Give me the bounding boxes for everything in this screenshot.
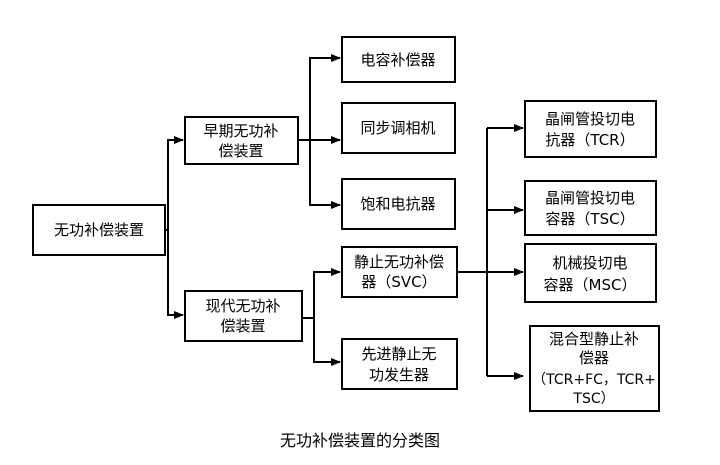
box-tcr: 晶闸管投切电 抗器（TCR） <box>524 100 657 158</box>
box-capacitor-line-1: 电容补偿器 <box>360 51 435 69</box>
box-svc-line-2: 器（SVC） <box>361 273 436 291</box>
box-capacitor: 电容补偿器 <box>341 36 456 83</box>
box-hybrid-line-3: （TCR+FC，TCR+ <box>532 372 656 388</box>
box-early: 早期无功补 偿装置 <box>184 116 299 165</box>
box-msc: 机械投切电 容器（MSC） <box>524 243 657 303</box>
box-svg-line-1: 先进静止无 <box>361 345 436 363</box>
box-root-line-1: 无功补偿装置 <box>54 221 144 239</box>
box-sync-line-1: 同步调相机 <box>360 119 435 137</box>
box-tsc-line-2: 容器（TSC） <box>545 210 634 228</box>
box-msc-line-1: 机械投切电 <box>552 254 627 272</box>
box-saturable: 饱和电抗器 <box>341 178 456 230</box>
box-svc: 静止无功补偿 器（SVC） <box>341 246 458 298</box>
box-tcr-line-2: 抗器（TCR） <box>545 131 634 149</box>
box-hybrid-line-2: 偿器 <box>579 349 609 367</box>
box-tcr-line-1: 晶闸管投切电 <box>545 110 635 128</box>
box-root: 无功补偿装置 <box>32 204 166 256</box>
box-early-line-1: 早期无功补 <box>203 122 278 140</box>
box-modern-line-1: 现代无功补 <box>205 297 280 315</box>
box-tsc: 晶闸管投切电 容器（TSC） <box>524 180 657 236</box>
box-modern: 现代无功补 偿装置 <box>184 290 303 342</box>
box-sync: 同步调相机 <box>341 102 456 154</box>
diagram-caption: 无功补偿装置的分类图 <box>280 431 440 450</box>
box-early-line-2: 偿装置 <box>218 142 263 160</box>
box-svc-line-1: 静止无功补偿 <box>354 253 444 271</box>
box-hybrid-line-4: TSC） <box>572 391 614 407</box>
box-svg: 先进静止无 功发生器 <box>341 338 458 390</box>
box-modern-line-2: 偿装置 <box>220 317 265 335</box>
box-hybrid-line-1: 混合型静止补 <box>549 330 639 348</box>
box-msc-line-2: 容器（MSC） <box>544 276 637 294</box>
box-tsc-line-1: 晶闸管投切电 <box>545 189 635 207</box>
box-saturable-line-1: 饱和电抗器 <box>360 195 435 213</box>
connector-lines <box>165 54 524 380</box>
box-hybrid: 混合型静止补 偿器 （TCR+FC，TCR+ TSC） <box>529 325 660 412</box>
box-svg-line-2: 功发生器 <box>369 366 429 384</box>
